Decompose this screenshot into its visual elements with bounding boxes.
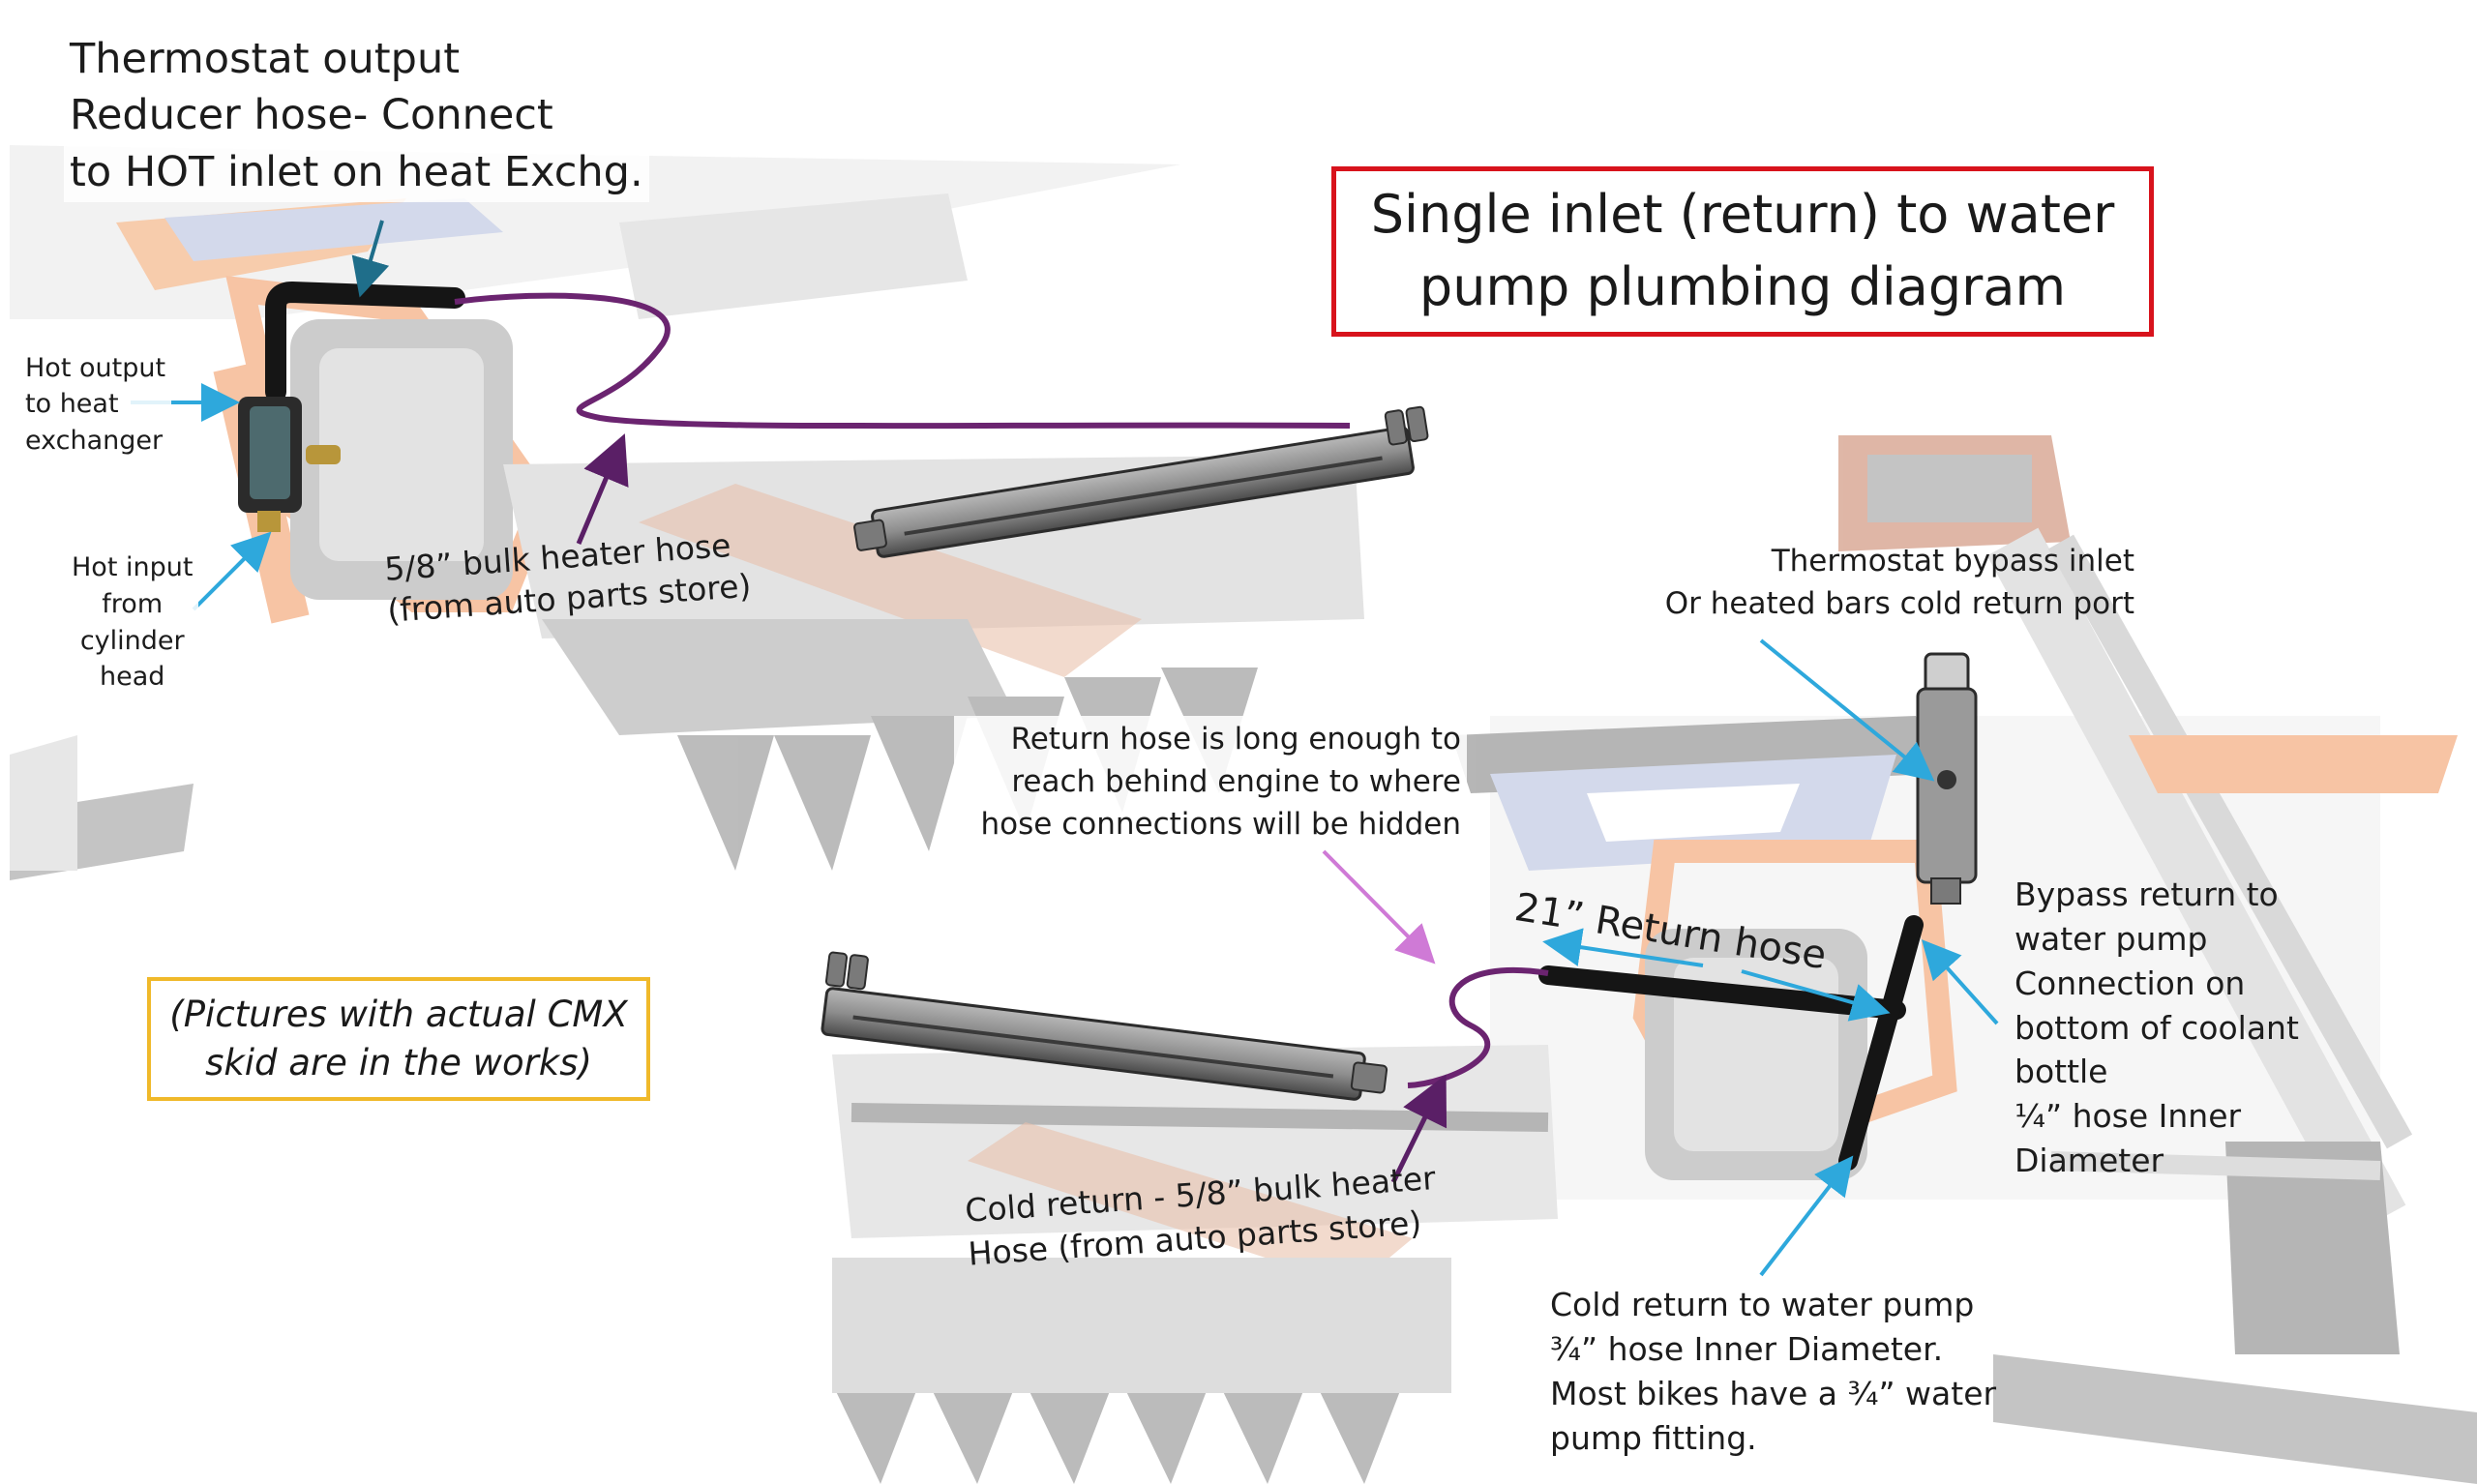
thermostat-icon: [238, 281, 465, 532]
arrow-return-hose-length: [1322, 849, 1436, 965]
arrow-bulk-hose-top: [576, 433, 629, 545]
label-hot-output: Hot output to heat exchanger: [19, 348, 172, 460]
coolant-bottle-icon: [1916, 652, 1978, 905]
label-thermostat-output: Thermostat output Reducer hose- Connect …: [64, 29, 649, 203]
title-line-2: pump plumbing diagram: [1418, 256, 2067, 317]
arrow-thermostat-bypass: [1759, 638, 1935, 782]
diagram-title: Single inlet (return) to water pump plum…: [1331, 166, 2154, 337]
label-hot-input: Hot input from cylinder head: [66, 548, 199, 698]
title-line-1: Single inlet (return) to water: [1370, 184, 2115, 246]
bulk-hose-top: [454, 292, 1351, 430]
label-return-hose-length: Return hose is long enough to reach behi…: [954, 716, 1467, 848]
arrow-cold-return-bulk: [1390, 1074, 1447, 1184]
heat-exchanger-icon-lower: [821, 951, 1388, 1101]
heat-exchanger-icon: [853, 405, 1429, 558]
label-thermostat-bypass: Thermostat bypass inlet Or heated bars c…: [1664, 544, 2134, 622]
bulk-hose-bottom: [1407, 966, 1549, 1088]
arrow-cold-return-pump: [1759, 1155, 1854, 1277]
label-bypass-return: Bypass return to water pump Connection o…: [2014, 876, 2299, 1180]
note-line-2: skid are in the works): [205, 1042, 592, 1083]
arrow-bypass-return: [1921, 939, 1999, 1025]
arrow-return-hose-left: [1542, 928, 1704, 967]
work-in-progress-note: (Pictures with actual CMX skid are in th…: [147, 977, 650, 1101]
note-line-1: (Pictures with actual CMX: [169, 994, 628, 1036]
arrow-return-hose-right: [1741, 969, 1891, 1022]
label-cold-return-pump: Cold return to water pump ¾” hose Inner …: [1550, 1286, 1997, 1457]
arrow-hot-input: [192, 531, 272, 611]
arrow-thermostat-output: [351, 220, 390, 298]
